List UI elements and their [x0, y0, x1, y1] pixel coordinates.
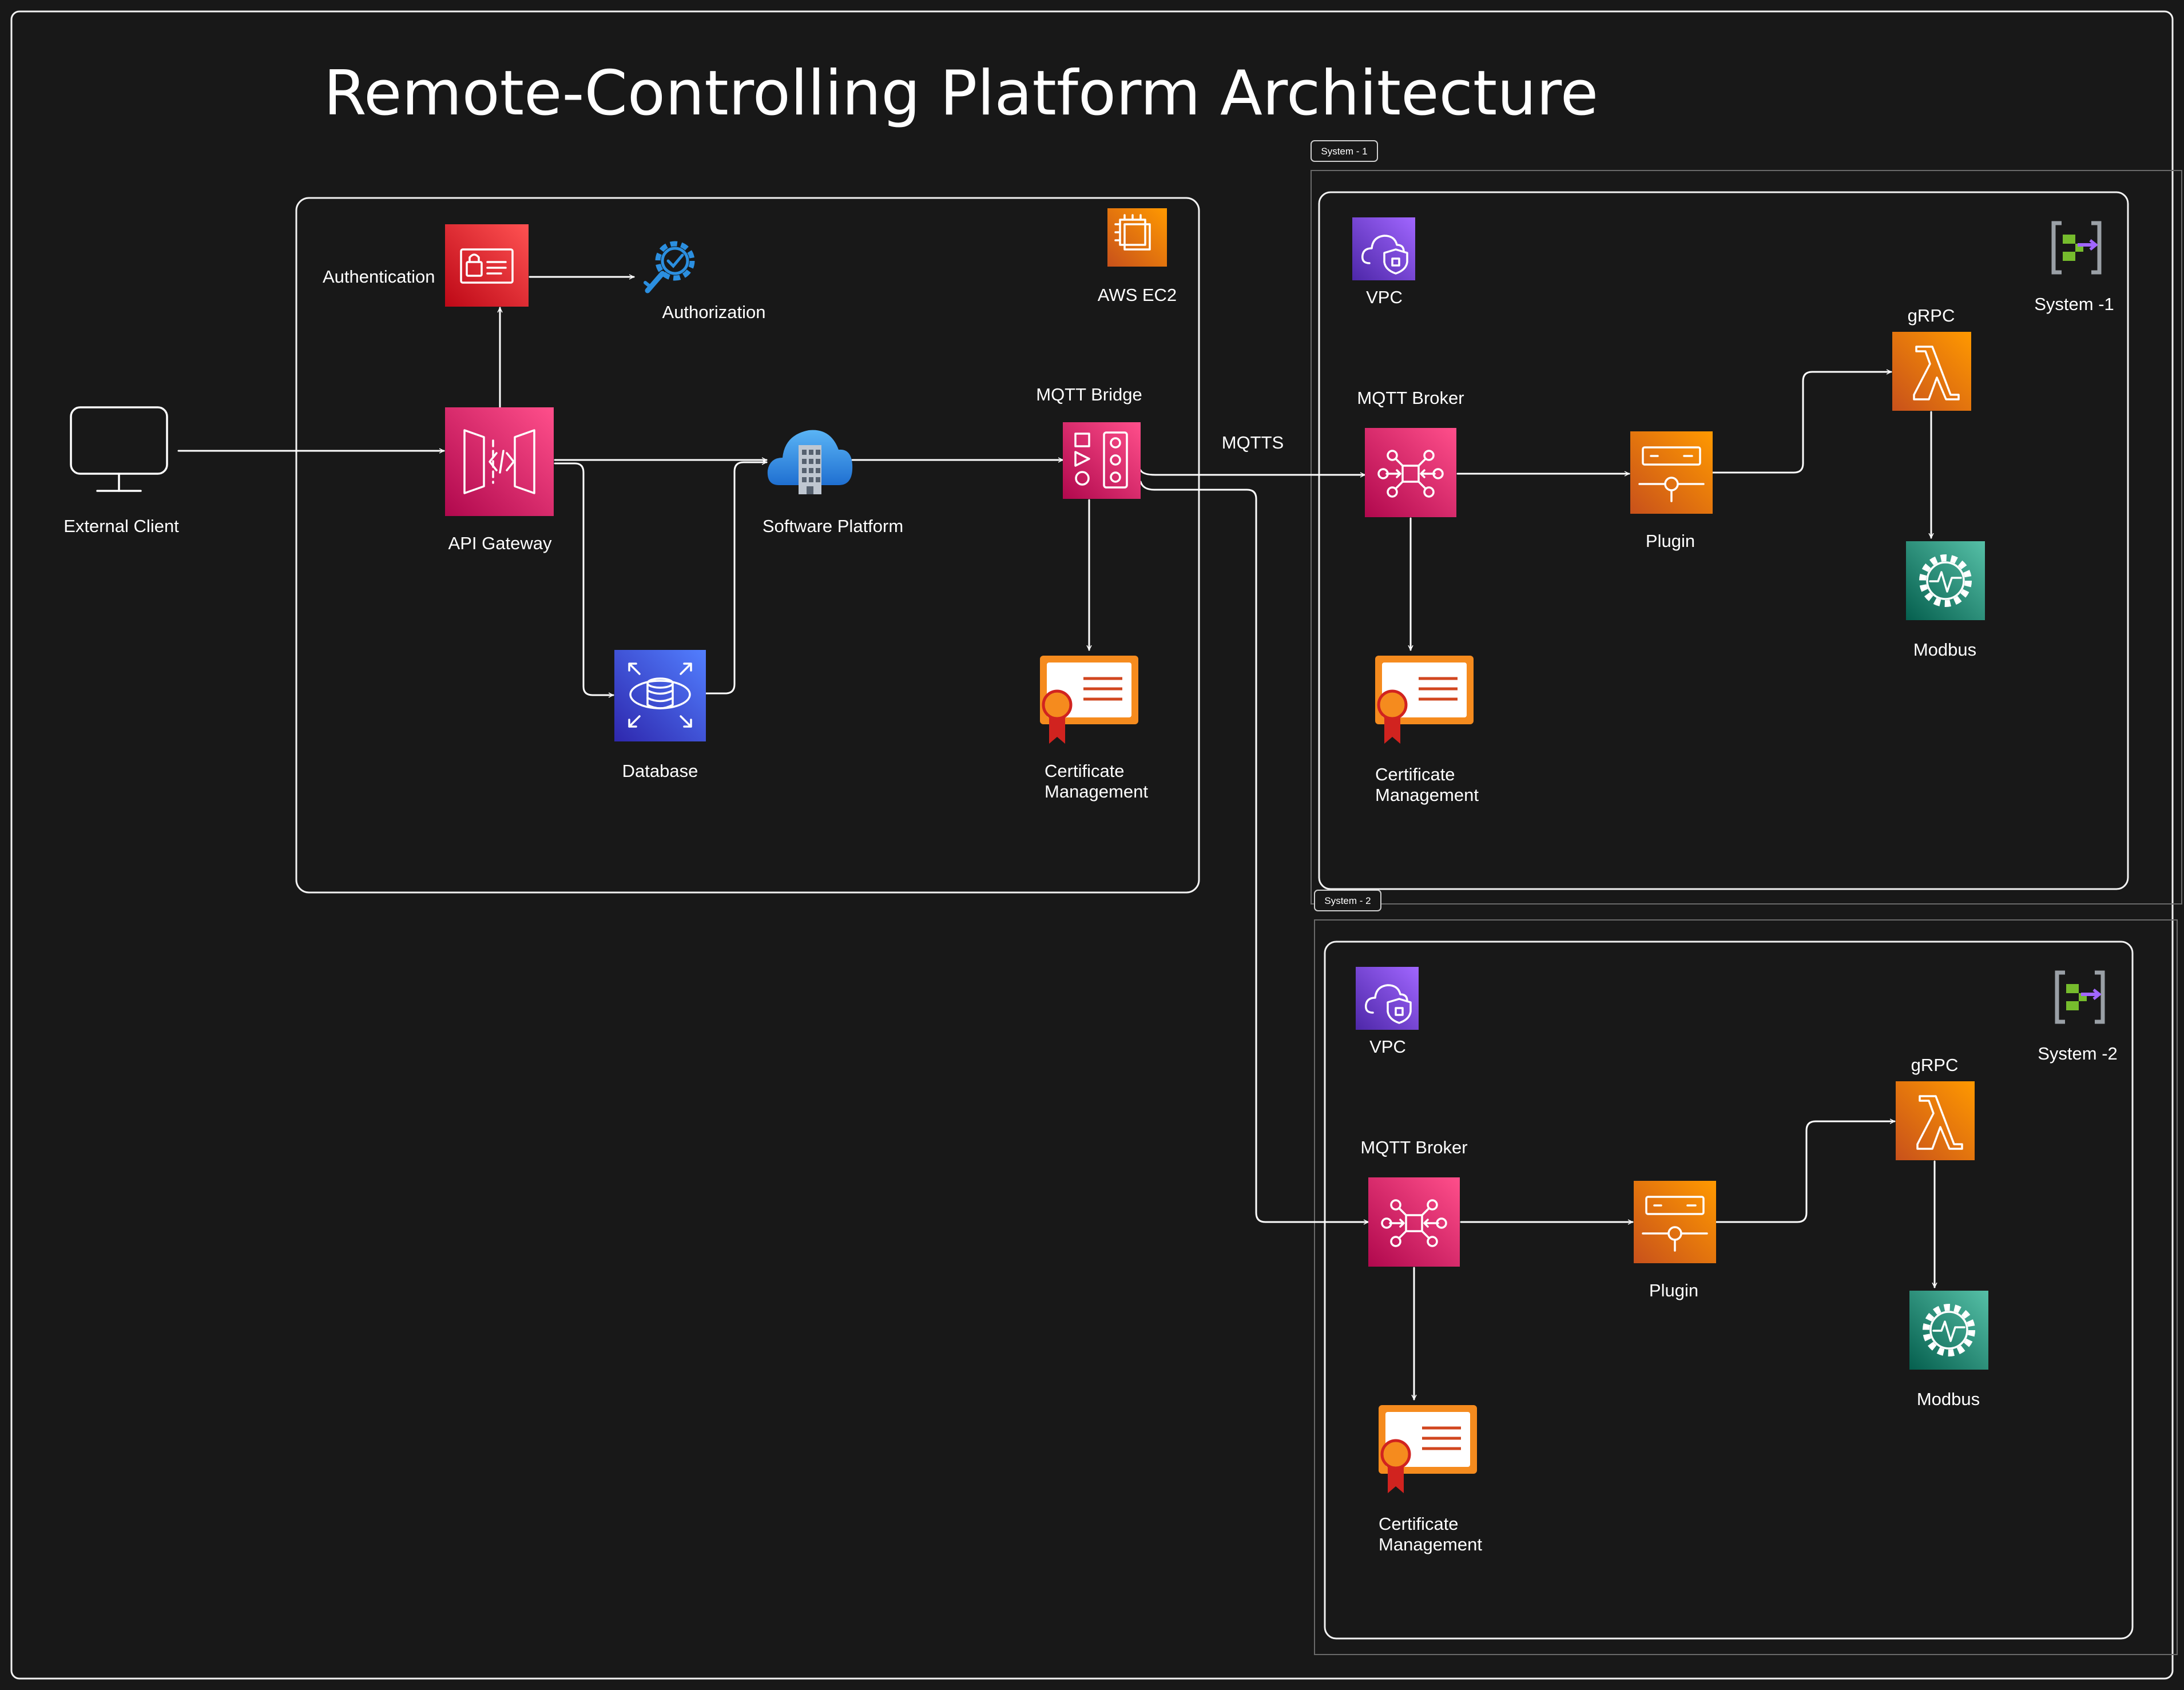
api-gateway-icon [445, 407, 554, 516]
system-1-badge: System -1 [2034, 221, 2114, 314]
system-2-broker-label: MQTT Broker [1360, 1137, 1467, 1157]
software-platform-node[interactable]: Software Platform [763, 430, 903, 536]
authentication-label: Authentication [323, 267, 435, 287]
system-1-name-label: System -1 [2034, 294, 2114, 314]
authentication-node[interactable]: Authentication [323, 224, 529, 307]
mqtt-bridge-icon [1063, 422, 1141, 499]
software-platform-label: Software Platform [763, 516, 903, 536]
edge-database-to-software-platform [705, 459, 768, 695]
system-2-grpc-node[interactable]: gRPC [1896, 1055, 1975, 1160]
system-1-grpc-label: gRPC [1908, 306, 1955, 326]
database-label: Database [622, 761, 698, 781]
system-2-modbus-label: Modbus [1917, 1389, 1980, 1409]
edge-plugin-2-to-grpc-2 [1715, 1118, 1896, 1223]
certificate-icon [1040, 656, 1138, 744]
system-1-broker-label: MQTT Broker [1357, 388, 1464, 408]
plugin-icon [1634, 1181, 1716, 1263]
database-icon [614, 650, 706, 741]
system-1-cert-label-line1: Certificate [1375, 764, 1455, 784]
cert-mgmt-main-label-line1: Certificate [1045, 761, 1125, 781]
aws-ec2-badge: AWS EC2 [1098, 208, 1177, 305]
api-gateway-node[interactable]: API Gateway [445, 407, 554, 553]
mqtts-edge-label: MQTTS [1222, 433, 1284, 453]
edge-mqtt-bridge-to-broker-1 [1139, 469, 1366, 478]
system-1-plugin-label: Plugin [1646, 531, 1695, 551]
system-1-group: System -1 VPC MQTT Broker [1352, 217, 2114, 805]
svg-text:System - 1: System - 1 [1321, 146, 1367, 157]
authorization-node[interactable]: Authorization [644, 241, 766, 322]
mqtt-bridge-node[interactable]: MQTT Bridge [1036, 384, 1142, 499]
certificate-icon [1379, 1405, 1477, 1493]
cloud-building-icon [767, 430, 853, 494]
authorization-key-gear-icon [644, 241, 695, 293]
svg-text:System - 2: System - 2 [1324, 895, 1371, 906]
edge-plugin-1-to-grpc-1 [1712, 369, 1892, 474]
system-1-mqtt-broker-node[interactable]: MQTT Broker [1357, 388, 1464, 517]
cert-mgmt-main-label-line2: Management [1045, 781, 1148, 802]
system-2-container [1324, 941, 2134, 1640]
mqtt-broker-icon [1368, 1177, 1460, 1267]
system-1-cert-label-line2: Management [1375, 785, 1479, 805]
lambda-icon [1892, 332, 1971, 411]
api-gateway-label: API Gateway [448, 533, 552, 553]
azure-iot-system-icon [2055, 970, 2105, 1024]
system-1-vpc-node: VPC [1352, 217, 1415, 307]
iot-gear-pulse-icon [1909, 1291, 1988, 1370]
system-1-plugin-node[interactable]: Plugin [1630, 431, 1713, 551]
database-node[interactable]: Database [614, 650, 706, 781]
system-1-vpc-label: VPC [1366, 287, 1403, 307]
system-1-modbus-label: Modbus [1913, 640, 1976, 660]
system-2-cert-mgmt-node[interactable]: Certificate Management [1379, 1405, 1482, 1554]
diagram-title: Remote-Controlling Platform Architecture [324, 58, 1598, 129]
mqtt-broker-icon [1365, 428, 1456, 517]
system-2-vpc-label: VPC [1369, 1037, 1406, 1057]
system-2-cert-label-line2: Management [1379, 1534, 1482, 1554]
system-1-modbus-node[interactable]: Modbus [1906, 541, 1985, 660]
system-2-group: System -2 VPC MQTT Broker [1356, 967, 2118, 1554]
aws-ec2-container [295, 197, 1200, 894]
system-2-outer-frame [1314, 919, 2178, 1655]
certificate-icon [1375, 656, 1474, 744]
system-1-tag: System - 1 [1311, 140, 1378, 162]
iot-gear-pulse-icon [1906, 541, 1985, 620]
vpc-cloud-shield-icon [1352, 217, 1415, 280]
monitor-icon [70, 406, 168, 492]
system-2-tag: System - 2 [1314, 890, 1381, 911]
system-1-outer-frame [1311, 170, 2182, 904]
edge-mqtt-bridge-to-broker-2 [1139, 481, 1369, 1225]
id-card-lock-icon [445, 224, 529, 307]
vpc-cloud-shield-icon [1356, 967, 1419, 1030]
outer-frame [10, 10, 2174, 1680]
authorization-label: Authorization [662, 302, 766, 322]
system-1-container [1318, 191, 2129, 890]
system-2-vpc-node: VPC [1356, 967, 1419, 1057]
system-2-name-label: System -2 [2038, 1044, 2118, 1064]
system-2-badge: System -2 [2038, 970, 2118, 1064]
system-2-plugin-label: Plugin [1649, 1280, 1698, 1300]
lambda-icon [1896, 1081, 1975, 1160]
ec2-chip-icon [1107, 208, 1167, 267]
azure-iot-system-icon [2051, 221, 2102, 275]
external-client-label: External Client [63, 516, 179, 536]
aws-ec2-label: AWS EC2 [1098, 285, 1177, 305]
edges [177, 274, 1937, 1401]
plugin-icon [1630, 431, 1713, 514]
cert-mgmt-main-node[interactable]: Certificate Management [1040, 656, 1148, 802]
mqtt-bridge-label: MQTT Bridge [1036, 384, 1142, 404]
system-2-cert-label-line1: Certificate [1379, 1514, 1459, 1534]
external-client-node[interactable]: External Client [63, 406, 179, 536]
system-2-mqtt-broker-node[interactable]: MQTT Broker [1360, 1137, 1468, 1267]
system-1-cert-mgmt-node[interactable]: Certificate Management [1375, 656, 1479, 805]
system-1-grpc-node[interactable]: gRPC [1892, 306, 1971, 411]
edge-api-gateway-to-database [554, 462, 614, 698]
system-2-plugin-node[interactable]: Plugin [1634, 1181, 1716, 1300]
system-2-modbus-node[interactable]: Modbus [1909, 1291, 1988, 1409]
system-2-grpc-label: gRPC [1911, 1055, 1959, 1075]
